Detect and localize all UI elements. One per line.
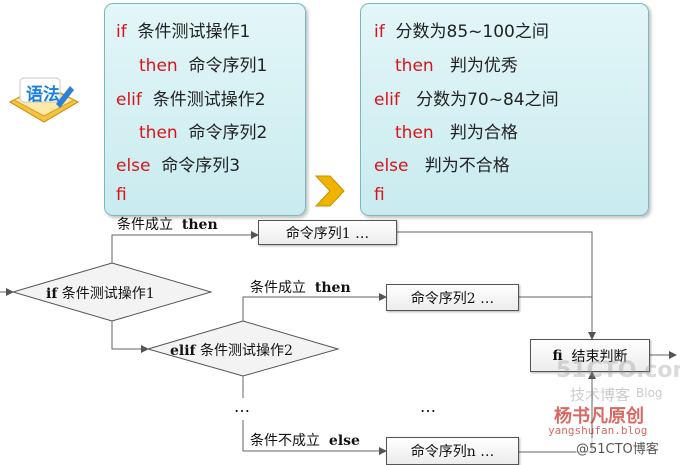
example-line: elif 分数为70~84之间 (374, 90, 559, 110)
syntax-line: fi (116, 185, 127, 205)
example-line: then 判为优秀 (395, 56, 518, 76)
ellipsis-left: … (234, 397, 250, 416)
branch2-line (242, 293, 387, 321)
watermark-blog-cn: 技术博客 (570, 386, 631, 404)
badge-label: 语法 (26, 85, 60, 105)
watermark-credit: @51CTO博客 (576, 438, 659, 457)
watermark-url: yangshufan.blog (548, 424, 648, 437)
syntax-line: then 命令序列1 (139, 56, 268, 76)
to-decision2-line (111, 321, 149, 353)
branch2-label: 条件成立 then (250, 280, 351, 296)
cmd2-node: 命令序列2 … (386, 284, 519, 311)
decision2-shape (146, 320, 340, 377)
example-line: then 判为合格 (395, 123, 518, 143)
syntax-badge: 语法 (4, 64, 82, 128)
branch3-label: 条件不成立 else (250, 433, 360, 449)
syntax-line: else 命令序列3 (116, 156, 241, 176)
syntax-line: if 条件测试操作1 (116, 22, 251, 42)
decision1-label: if 条件测试操作1 (46, 286, 155, 302)
decision1-shape (11, 262, 213, 322)
syntax-panel: if 条件测试操作1 then 命令序列1 elif 条件测试操作2 then … (104, 3, 306, 216)
end-node: fi 结束判断 (530, 339, 650, 372)
branch1-line (111, 231, 259, 263)
watermark-author: 杨书凡原创 (554, 406, 644, 427)
cmd1-node: 命令序列1 … (258, 220, 397, 245)
example-line: if 分数为85~100之间 (374, 22, 549, 42)
cmd1-to-end-line (397, 231, 596, 340)
branch1-label: 条件成立 then (117, 217, 218, 233)
ellipsis-right: … (420, 397, 436, 416)
chevron-right-icon (314, 175, 345, 207)
cmdn-node: 命令序列n … (386, 437, 519, 465)
decision2-label: elif 条件测试操作2 (170, 343, 293, 359)
notebook-icon (8, 77, 80, 123)
syntax-line: elif 条件测试操作2 (116, 90, 266, 110)
syntax-line: then 命令序列2 (139, 123, 268, 143)
branch3-line-b (242, 420, 387, 455)
example-line: fi (374, 185, 385, 205)
watermark-blog-en: Blog (636, 386, 663, 400)
watermark-site: 51CTO.com (556, 358, 680, 383)
example-line: else 判为不合格 (374, 156, 510, 176)
example-panel: if 分数为85~100之间 then 判为优秀 elif 分数为70~84之间… (360, 3, 649, 216)
